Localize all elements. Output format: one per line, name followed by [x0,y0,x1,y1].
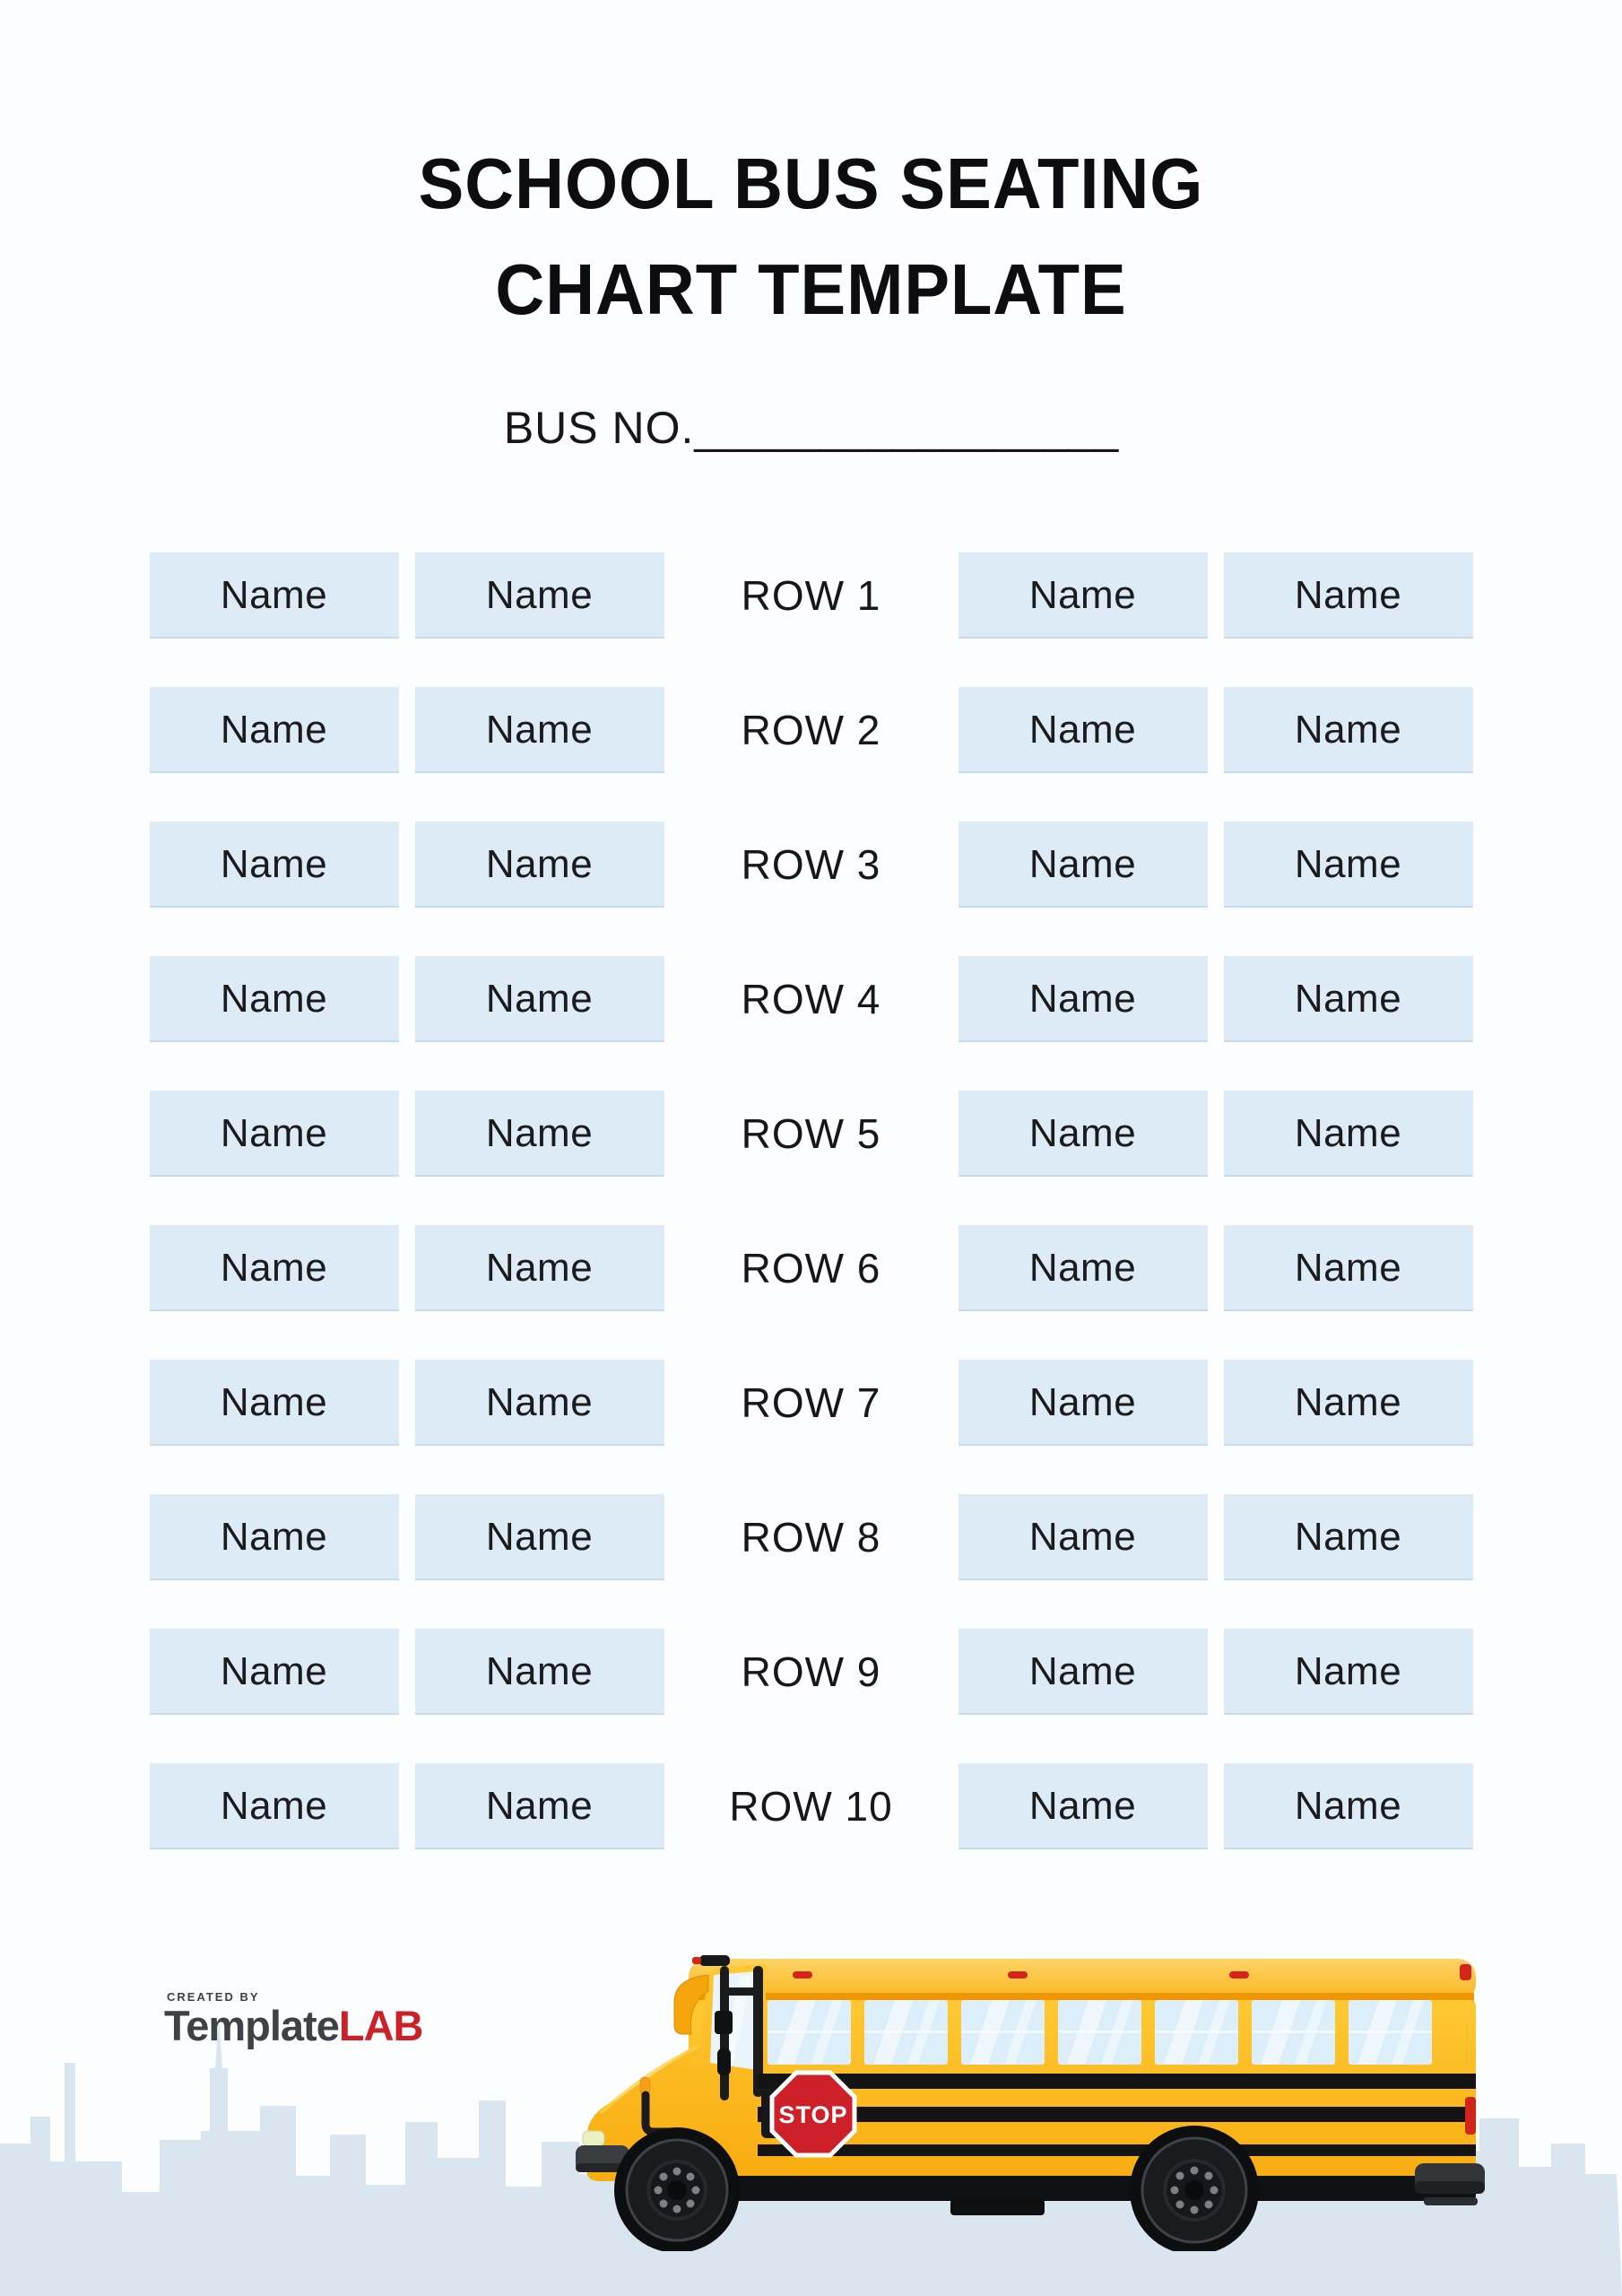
row-label: ROW 7 [741,1379,881,1426]
seat-name-box[interactable]: Name [958,552,1208,639]
bus-number-label: BUS NO. [503,403,695,453]
seat-name-box[interactable]: Name [1223,1763,1473,1849]
bus-mirror [673,1955,763,2100]
seat-name-box[interactable]: Name [958,1763,1208,1849]
seat-name-box[interactable]: Name [958,1629,1208,1715]
seat-name-box[interactable]: Name [958,1494,1208,1580]
seat-name-box[interactable]: Name [414,1091,664,1177]
seat-name-box[interactable]: Name [1223,687,1473,773]
row-label: ROW 3 [741,841,881,888]
row-label: ROW 9 [741,1648,881,1695]
front-bumper [576,2130,629,2172]
seat-name-box[interactable]: Name [1223,1494,1473,1580]
seating-row: Name Name ROW 2 Name Name [149,687,1473,773]
seat-name-box[interactable]: Name [149,1629,399,1715]
row-label: ROW 1 [741,572,881,619]
seat-name-box[interactable]: Name [1223,956,1473,1042]
row-label: ROW 4 [741,976,881,1022]
bus-roof [689,1959,1476,2002]
seat-name-box[interactable]: Name [414,1763,664,1849]
stop-sign-text: STOP [778,2101,847,2128]
seat-name-box[interactable]: Name [414,552,664,639]
seating-row: Name Name ROW 7 Name Name [149,1360,1473,1446]
row-label: ROW 8 [741,1514,881,1561]
seat-name-box[interactable]: Name [149,687,399,773]
roof-marker-lights [793,1964,1471,1980]
seat-name-box[interactable]: Name [958,822,1208,908]
school-bus-illustration: STOP [576,1955,1485,2251]
seating-row: Name Name ROW 1 Name Name [149,552,1473,639]
logo-lab-text: LAB [338,2002,424,2049]
bus-stripes [758,2074,1476,2156]
seat-name-box[interactable]: Name [414,1225,664,1311]
bus-windows [768,2000,1432,2065]
bus-number-line: BUS NO._________________ [0,400,1622,456]
row-label: ROW 6 [741,1245,881,1292]
row-label: ROW 5 [741,1110,881,1157]
brand-wordmark: TemplateLAB [164,2002,424,2049]
seat-name-box[interactable]: Name [414,1360,664,1446]
seat-name-box[interactable]: Name [958,1091,1208,1177]
seat-name-box[interactable]: Name [414,956,664,1042]
seat-name-box[interactable]: Name [414,687,664,773]
seat-name-box[interactable]: Name [149,956,399,1042]
bus-number-blank-field[interactable]: _________________ [694,403,1119,453]
row-label: ROW 2 [741,707,881,753]
seating-row: Name Name ROW 10 Name Name [149,1763,1473,1849]
logo-template-text: Template [164,2002,340,2049]
seat-name-box[interactable]: Name [149,1225,399,1311]
seating-row: Name Name ROW 9 Name Name [149,1629,1473,1715]
rear-bumper [1415,2163,1485,2205]
step-box [950,2199,1045,2215]
seat-name-box[interactable]: Name [958,956,1208,1042]
seat-name-box[interactable]: Name [149,1763,399,1849]
seat-name-box[interactable]: Name [1223,1629,1473,1715]
front-wheel [625,2138,729,2242]
row-label: ROW 10 [729,1783,893,1830]
templatelab-logo: CREATED BY TemplateLAB [164,1990,424,2049]
seat-name-box[interactable]: Name [1223,1225,1473,1311]
seat-name-box[interactable]: Name [414,1629,664,1715]
seat-name-box[interactable]: Name [1223,822,1473,908]
rear-wheel [1141,2136,1248,2244]
seat-name-box[interactable]: Name [149,1360,399,1446]
bus-skirt [707,2176,1476,2201]
seat-name-box[interactable]: Name [1223,1091,1473,1177]
page-title: SCHOOL BUS SEATING CHART TEMPLATE [40,131,1582,343]
seating-row: Name Name ROW 8 Name Name [149,1494,1473,1580]
seat-name-box[interactable]: Name [958,1225,1208,1311]
tail-light [1465,2097,1476,2135]
seating-row: Name Name ROW 6 Name Name [149,1225,1473,1311]
seat-name-box[interactable]: Name [149,1494,399,1580]
seat-name-box[interactable]: Name [414,822,664,908]
stop-sign: STOP [761,2070,857,2158]
hood-mirror-arm [641,2091,676,2136]
seating-row: Name Name ROW 4 Name Name [149,956,1473,1042]
seating-row: Name Name ROW 3 Name Name [149,822,1473,908]
seat-name-box[interactable]: Name [958,1360,1208,1446]
title-line-1: SCHOOL BUS SEATING [418,144,1204,223]
seat-name-box[interactable]: Name [149,552,399,639]
seat-name-box[interactable]: Name [1223,552,1473,639]
seat-name-box[interactable]: Name [1223,1360,1473,1446]
title-line-2: CHART TEMPLATE [495,249,1127,329]
seating-grid: Name Name ROW 1 Name Name Name Name ROW … [149,552,1473,1898]
seating-row: Name Name ROW 5 Name Name [149,1091,1473,1177]
created-by-label: CREATED BY [167,1990,260,2004]
seat-name-box[interactable]: Name [958,687,1208,773]
seat-name-box[interactable]: Name [149,822,399,908]
seat-name-box[interactable]: Name [414,1494,664,1580]
seat-name-box[interactable]: Name [149,1091,399,1177]
